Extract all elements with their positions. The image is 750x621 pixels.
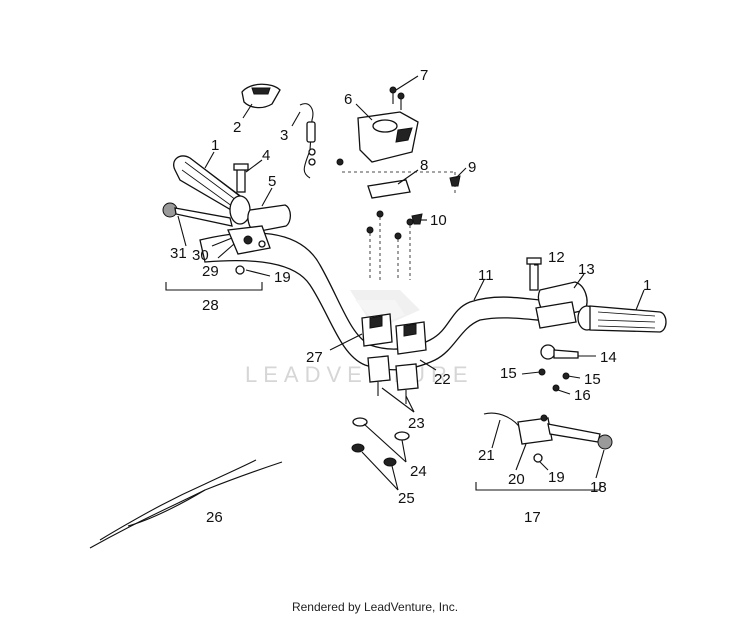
callout-21: 21 [478,447,495,464]
callout-22: 22 [434,371,451,388]
throttle-housing [535,281,588,329]
bracket-17 [475,482,601,491]
bolts-10 [366,210,423,280]
callout-7: 7 [420,67,428,84]
nut-19-left [235,265,245,275]
right-lever-assembly [483,412,613,463]
brake-lever-left [162,202,233,227]
callout-13: 13 [578,261,595,278]
callout-15-left: 15 [500,365,517,382]
nuts-25 [351,443,397,467]
callout-10: 10 [430,212,447,229]
callout-24: 24 [410,463,427,480]
callout-25: 25 [398,490,415,507]
switch-wire [299,103,316,179]
callout-1-left: 1 [211,137,219,154]
callout-15-right: 15 [584,371,601,388]
callout-4: 4 [262,147,270,164]
callout-17: 17 [524,509,541,526]
screws-15-16 [538,368,570,392]
screws-7 [389,86,405,110]
bolt-12 [526,257,542,291]
callout-numbers: 1 2 3 4 5 6 7 8 9 10 11 12 13 1 14 15 15… [170,67,651,526]
callout-26: 26 [206,509,223,526]
callout-23: 23 [408,415,425,432]
callout-28: 28 [202,297,219,314]
callout-20: 20 [508,471,525,488]
callout-14: 14 [600,349,617,366]
callout-12: 12 [548,249,565,266]
callout-30: 30 [192,247,209,264]
callout-3: 3 [280,127,288,144]
throttle-cable-end [540,344,579,360]
footer-credit: Rendered by LeadVenture, Inc. [291,600,459,614]
switch-cap [241,83,281,109]
callout-6: 6 [344,91,352,108]
callout-19-right: 19 [548,469,565,486]
master-cylinder [227,204,292,255]
bracket-28 [165,282,263,291]
mount-plate [342,171,456,199]
watermark-logo [350,290,420,330]
upper-clamps [361,313,427,355]
washers-24 [352,417,410,441]
callout-8: 8 [420,157,428,174]
callout-16: 16 [574,387,591,404]
switch-housing [357,111,419,163]
right-grip [577,305,667,333]
callout-29: 29 [202,263,219,280]
callout-11: 11 [478,267,494,284]
callout-19-left: 19 [274,269,291,286]
leader-lines [177,75,645,491]
callout-5: 5 [268,173,276,190]
callout-27: 27 [306,349,323,366]
lower-clamps [367,355,419,404]
callout-9: 9 [468,159,476,176]
callout-31: 31 [170,245,187,262]
bolt-4 [233,163,249,193]
callout-1-right: 1 [643,277,651,294]
callout-2: 2 [233,119,241,136]
callout-18: 18 [590,479,607,496]
brake-cable [89,459,283,549]
